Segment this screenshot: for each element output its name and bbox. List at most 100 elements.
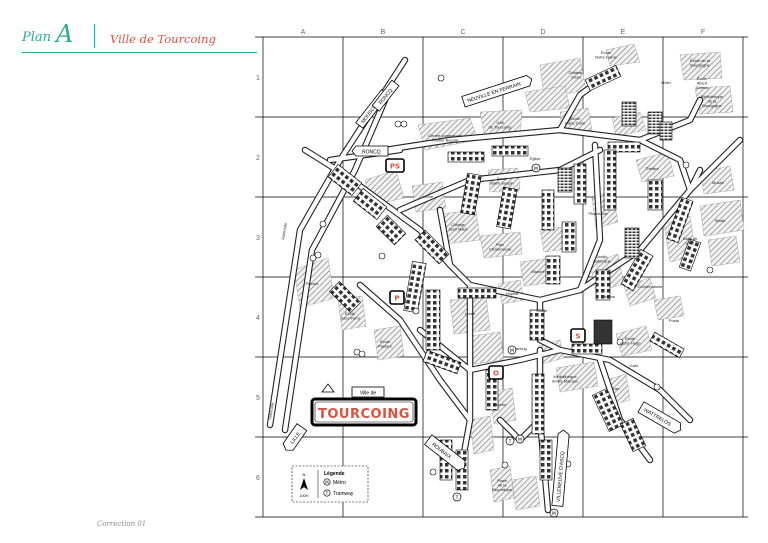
metro-icon: M <box>515 434 525 444</box>
header-separator <box>94 24 95 48</box>
label-conservatoire: Conservatoire <box>638 284 664 289</box>
autoroute-label-1: Autoroute <box>280 221 288 240</box>
svg-text:M: M <box>534 166 538 172</box>
metro-icon: M <box>507 345 517 355</box>
label-lycee: Lycée <box>465 311 476 316</box>
grid-row-2: 2 <box>256 155 260 162</box>
tram-icon: T <box>505 436 515 446</box>
svg-text:M: M <box>325 480 329 485</box>
svg-text:T: T <box>455 495 459 501</box>
apartment-towers <box>557 101 673 345</box>
label-parking: Parking <box>513 346 527 351</box>
marker-s-text: S <box>575 333 580 341</box>
north-arrow-icon <box>300 478 308 490</box>
legend-north: N <box>303 472 306 477</box>
label-usine: Usine <box>423 194 434 199</box>
label-marche: Marché <box>531 269 545 274</box>
label-cinema: Cinéma <box>601 294 616 299</box>
header-title: Ville de Tourcoing <box>110 32 216 46</box>
grid-col-f: F <box>701 29 705 36</box>
plan-word: Plan <box>22 30 52 45</box>
page-footer: Correction 01 <box>97 520 147 528</box>
label-poste: Poste <box>669 318 680 323</box>
grid-row-5: 5 <box>256 395 260 402</box>
marker-ps-text: PS <box>390 163 400 171</box>
header-rule <box>22 52 257 53</box>
city-sign: Ville de TOURCOING <box>310 383 418 427</box>
label-piscine: Piscine <box>306 281 320 286</box>
city-sign-name: TOURCOING <box>318 407 410 422</box>
label-hopital: Hôpital <box>506 291 519 296</box>
map-markers: PS P S O <box>385 158 586 380</box>
page-header: Plan A Ville de Tourcoing <box>22 20 257 53</box>
city-sign-small: Ville de <box>360 391 377 397</box>
legend-metro-label: Métro <box>333 480 346 486</box>
svg-text:M: M <box>552 511 556 517</box>
autoroute-label-2: Autoroute <box>267 401 275 420</box>
label-musee: Musée <box>712 180 725 185</box>
legend-metro-icon <box>323 478 331 486</box>
sign-roncq: RONCQ <box>351 145 389 157</box>
grid-col-a: A <box>301 29 306 36</box>
label-theatre: Théâtre <box>645 166 660 171</box>
plan-letter: A <box>56 20 74 48</box>
grid-col-d: D <box>540 29 545 36</box>
legend-tram-label: Tramway <box>333 491 354 497</box>
svg-text:T: T <box>508 439 512 445</box>
label-pharmacie: Pharmacie <box>588 211 608 216</box>
svg-text:T: T <box>325 491 329 496</box>
building-blocks <box>327 64 702 491</box>
sign-villeneuve-text: VILLENEUVE D'ASCQ <box>556 451 566 502</box>
label-lac: Lac <box>613 386 619 391</box>
legend-scale: 100m <box>300 494 309 498</box>
marker-ps: PS <box>385 158 405 173</box>
label-hotel: Hôtel <box>661 80 670 85</box>
grid-row-6: 6 <box>256 475 260 482</box>
svg-text:M: M <box>510 348 514 354</box>
grid-row-1: 1 <box>256 75 260 82</box>
marker-p: P <box>389 290 405 305</box>
marker-p-text: P <box>394 295 399 303</box>
legend-title: Légende <box>324 471 345 477</box>
label-eglise: Église <box>530 156 542 161</box>
svg-text:M: M <box>518 437 522 443</box>
grid-row-4: 4 <box>256 315 260 322</box>
trees <box>309 74 714 476</box>
label-mairie: Mairie <box>537 308 549 313</box>
transit-icons: M M M M T T <box>452 163 559 518</box>
grid-col-b: B <box>381 29 386 36</box>
sign-roncq-text: RONCQ <box>362 150 381 156</box>
marker-o: O <box>488 365 504 380</box>
legend-tram-icon <box>323 489 331 497</box>
metro-icon: M <box>549 508 559 518</box>
label-creche: Crèche <box>494 402 508 407</box>
label-gare: Gare <box>630 363 640 368</box>
marker-o-text: O <box>493 370 499 378</box>
marker-s: S <box>570 328 586 343</box>
sign-neuville: NEUVILLE EN FERRAIN <box>461 75 533 108</box>
metro-icon: M <box>531 163 541 173</box>
grid-row-3: 3 <box>256 235 260 242</box>
map-legend: N 100m Légende M Métro T Tramway <box>291 465 369 503</box>
tram-icon: T <box>452 492 462 502</box>
